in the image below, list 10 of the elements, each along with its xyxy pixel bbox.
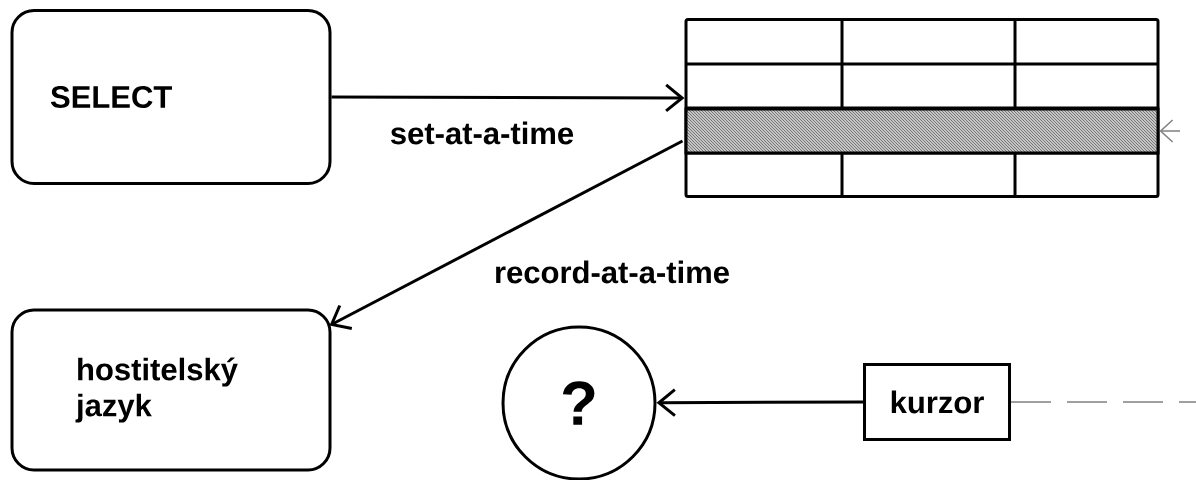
rounded-box: hostitelský jazyk <box>10 308 332 472</box>
edge-label: set-at-a-time <box>387 119 577 147</box>
arrow <box>1010 119 1196 403</box>
rounded-box: SELECT <box>10 9 332 185</box>
edge-label: record-at-a-time <box>492 258 732 286</box>
arrow <box>329 139 684 330</box>
arrow <box>331 83 685 113</box>
table-grid <box>684 18 1160 198</box>
arrow <box>656 388 863 417</box>
label-box: kurzor <box>863 363 1011 441</box>
